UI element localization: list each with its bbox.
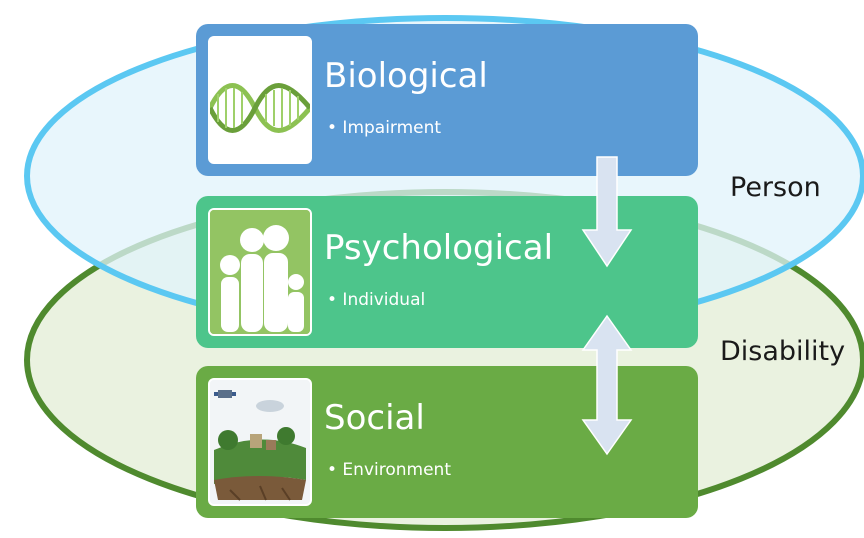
biological-title: Biological: [324, 56, 488, 96]
dna-helix-icon: [208, 36, 312, 164]
social-bullet: • Environment: [327, 460, 451, 480]
psychological-title: Psychological: [324, 228, 554, 268]
social-card: Social • Environment: [196, 366, 698, 518]
psychological-bullet: • Individual: [327, 290, 426, 310]
biological-card: Biological • Impairment: [196, 24, 698, 176]
family-silhouette-icon: [208, 208, 312, 336]
social-title: Social: [324, 398, 425, 438]
person-label: Person: [730, 172, 821, 203]
disability-label: Disability: [720, 336, 846, 367]
environment-scene-icon: [208, 378, 312, 506]
psychological-card: Psychological • Individual: [196, 196, 698, 348]
biological-bullet: • Impairment: [327, 118, 442, 138]
